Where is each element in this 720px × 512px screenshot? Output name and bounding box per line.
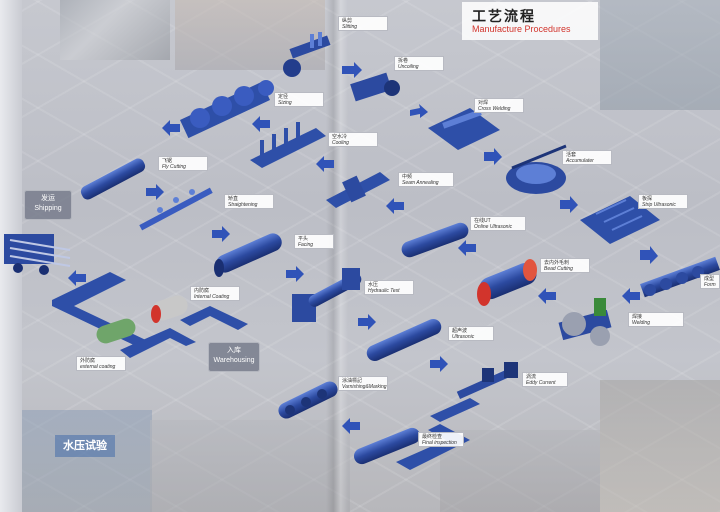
shipping-zh: 发运	[41, 195, 55, 202]
machine-welding	[558, 298, 612, 346]
arrow-18	[342, 418, 360, 434]
machine-straightening	[139, 187, 213, 231]
photo-factory-top	[175, 0, 325, 70]
arrow-7	[538, 288, 556, 304]
photo-floor-bottom-mid	[150, 420, 350, 512]
arrow-11	[252, 116, 270, 132]
arrow-4	[560, 196, 578, 213]
machine-accumulator	[506, 144, 567, 194]
machine-facing	[214, 233, 282, 277]
machine-hydraulic-test	[292, 268, 362, 322]
route-eddy	[430, 398, 480, 422]
flow-arrows	[68, 62, 658, 434]
machine-varnishing	[278, 381, 338, 419]
machine-cross-welding	[428, 108, 500, 150]
machine-external-coating	[96, 318, 136, 344]
photo-coil-top-left	[60, 0, 170, 60]
arrow-17	[430, 356, 448, 372]
route-internal	[180, 306, 248, 330]
machine-forming	[640, 256, 720, 298]
photo-pipes-right	[600, 380, 720, 512]
photo-floor-bottom-right	[440, 430, 600, 512]
arrow-12	[162, 120, 180, 136]
machine-slitting	[283, 32, 331, 77]
arrow-16	[358, 314, 376, 330]
shipping-en: Shipping	[34, 205, 62, 212]
arrow-5	[640, 246, 658, 264]
photo-plant-top-right	[600, 0, 720, 110]
title-zh: 工艺流程	[472, 8, 536, 24]
arrow-14	[212, 226, 230, 242]
arrow-2	[410, 104, 428, 118]
arrow-10	[316, 156, 334, 172]
shipping-badge: 发运 Shipping	[24, 190, 72, 220]
arrow-19	[68, 270, 86, 286]
machine-fly-cutting	[80, 158, 146, 200]
arrow-9	[386, 198, 404, 214]
title-en: Manufacture Procedures	[472, 24, 571, 34]
arrow-13	[146, 184, 164, 200]
warehousing-en: Warehousing	[213, 357, 255, 364]
warehousing-badge: 入库 Warehousing	[208, 342, 260, 372]
machine-uncoiling	[350, 72, 400, 102]
arrow-6	[622, 288, 640, 304]
warehousing-zh: 入库	[227, 347, 241, 354]
machine-cooling	[250, 122, 326, 168]
machine-final-inspection	[353, 427, 421, 465]
machine-seam-annealing	[326, 172, 390, 208]
arrow-1	[342, 62, 362, 78]
machine-bead-cutting	[477, 259, 537, 306]
truck-shipping	[4, 234, 71, 275]
arrow-8	[458, 240, 476, 256]
section-header: 工艺流程 Manufacture Procedures	[462, 2, 598, 40]
machine-sizing	[179, 80, 274, 139]
machine-ultrasonic	[366, 318, 442, 362]
photo-sign: 水压试验	[55, 435, 115, 457]
arrow-3	[484, 148, 502, 165]
photo-test-bottom-left	[22, 410, 152, 512]
machine-online-ut	[401, 222, 469, 258]
arrow-15	[286, 266, 304, 282]
route-external	[52, 272, 150, 348]
route-warehouse	[120, 328, 196, 358]
machine-eddy-current	[456, 362, 518, 400]
machine-internal-coating	[151, 295, 188, 323]
